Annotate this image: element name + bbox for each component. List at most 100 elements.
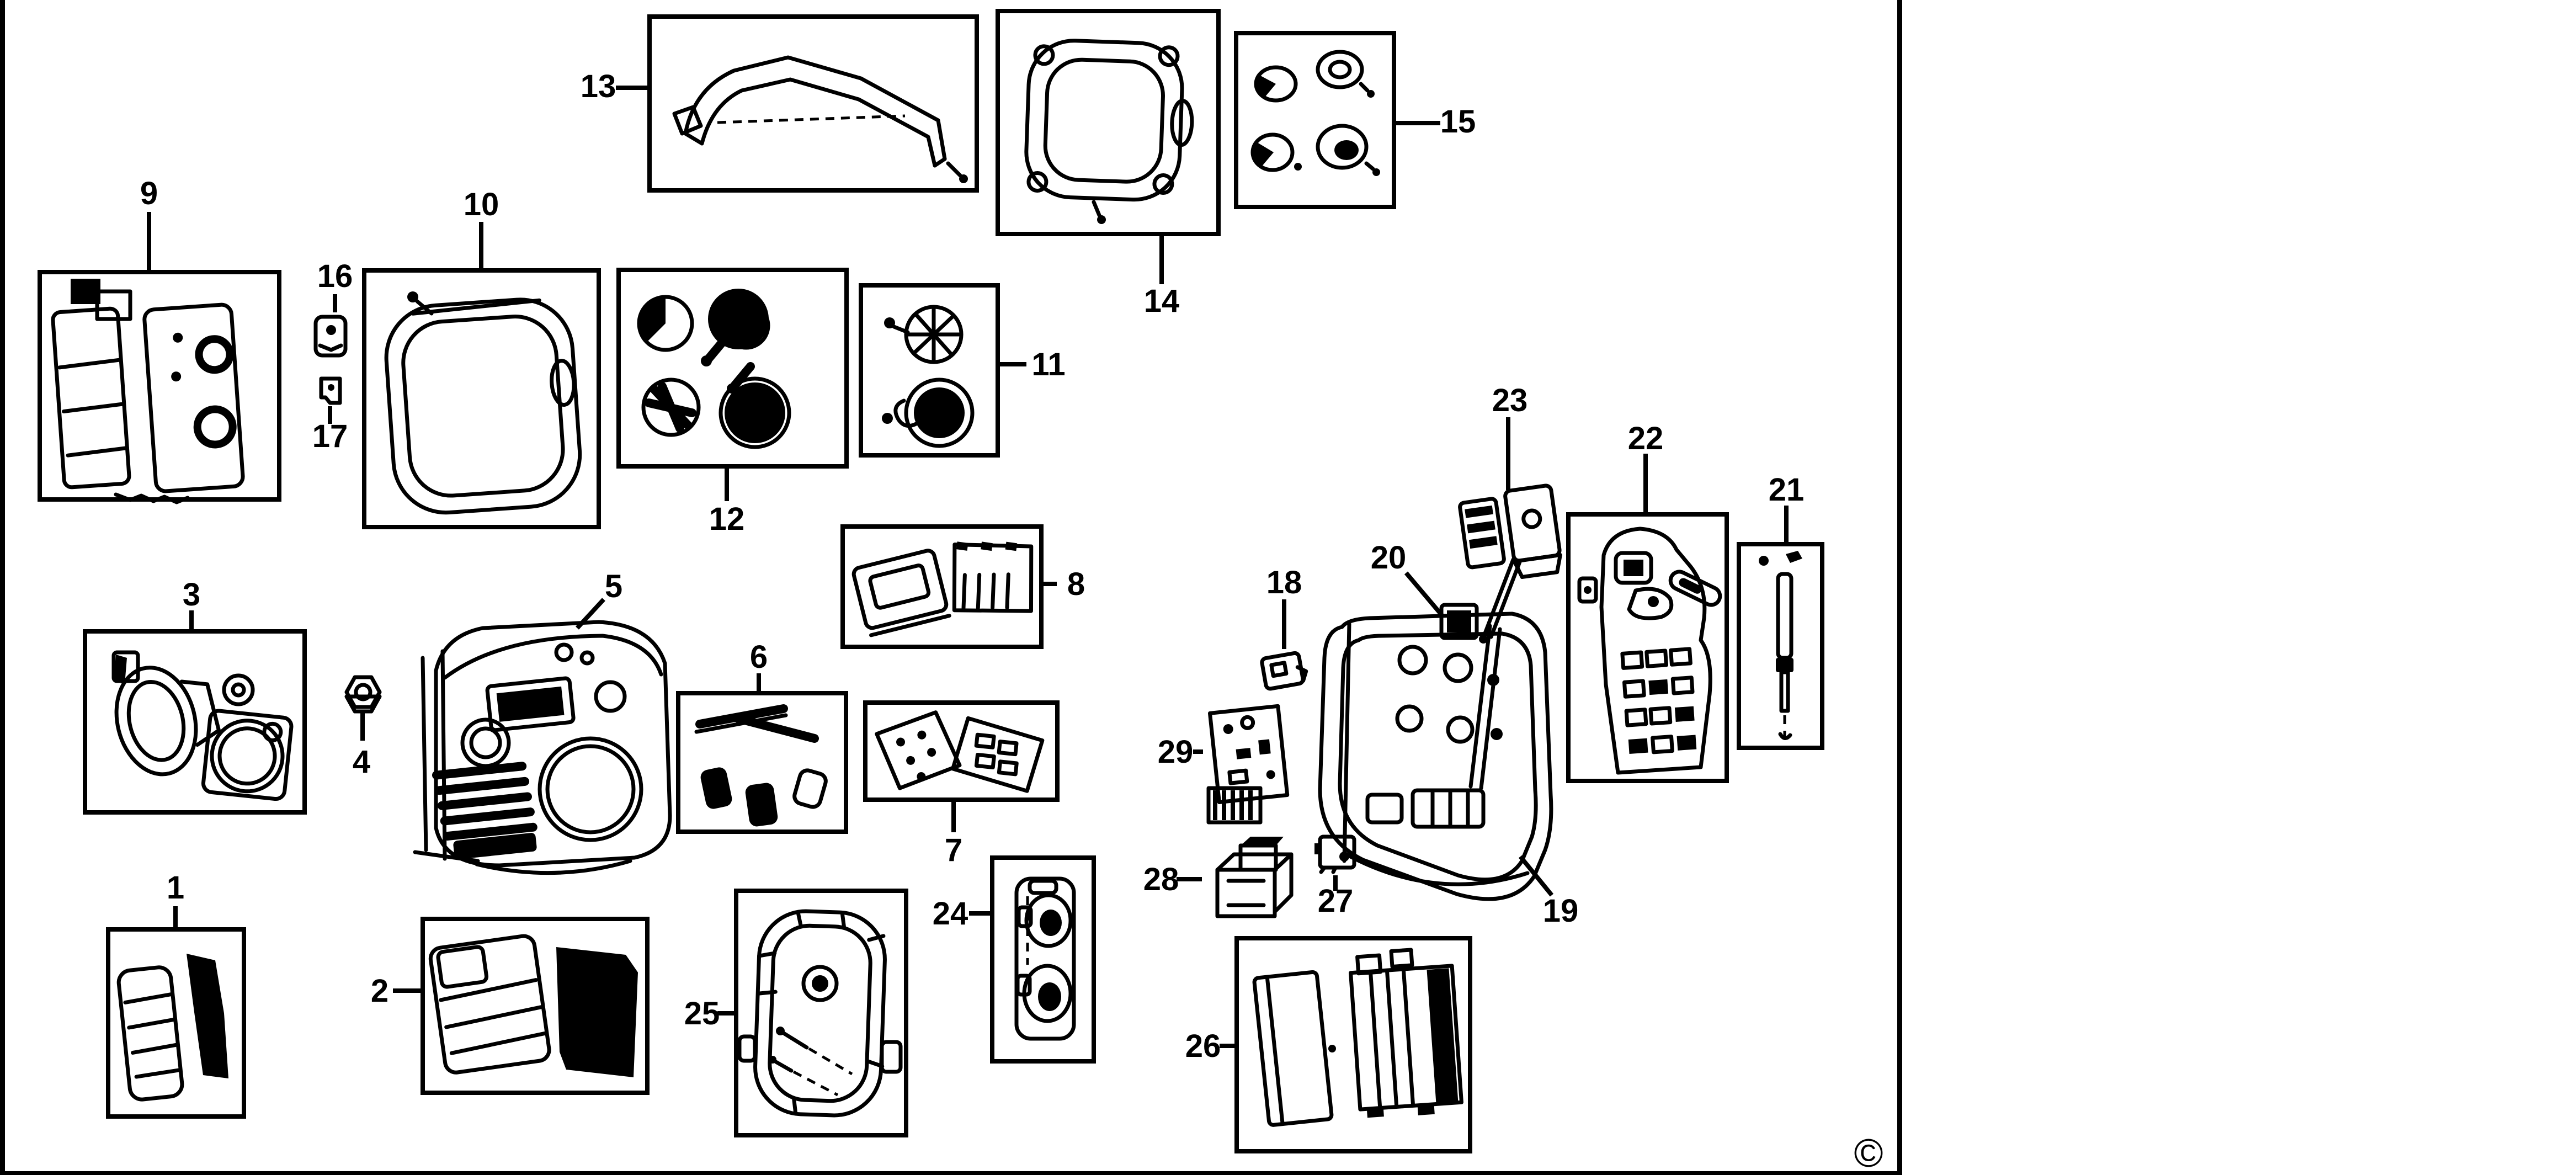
part-13-drawing: [672, 55, 968, 183]
part-17-label: 17: [312, 418, 348, 454]
part-11-label: 11: [1031, 347, 1065, 382]
part-20-drawing: [1439, 603, 1479, 640]
part-16-label: 16: [317, 258, 353, 294]
part-29-label: 29: [1158, 734, 1194, 770]
part-27-label: 27: [1318, 883, 1354, 919]
part-27-drawing: [1314, 834, 1356, 874]
part-5-drawing: [413, 620, 672, 875]
part-12-annotation: 12: [616, 268, 849, 537]
part-24-annotation: 24: [933, 855, 1096, 1064]
part-10-box: [362, 268, 601, 529]
part-4-drawing: [344, 675, 382, 714]
part-20-label: 20: [1371, 540, 1407, 576]
right-border: [1897, 0, 1902, 1175]
part-16-annotation: 16: [317, 258, 353, 312]
part-21-label: 21: [1769, 472, 1805, 508]
part-10-drawing: [384, 291, 582, 515]
part-9-drawing: [51, 279, 245, 504]
part-2-label: 2: [371, 973, 388, 1009]
part-9-annotation: 9: [38, 176, 281, 502]
part-3-drawing: [111, 650, 294, 801]
part-14-drawing: [1024, 39, 1194, 224]
part-7-box: [863, 700, 1060, 802]
part-26-label: 26: [1185, 1028, 1221, 1064]
part-29-drawing: [1206, 704, 1290, 825]
part-8-drawing: [851, 541, 1034, 637]
part-6-drawing: [694, 704, 828, 827]
part-26-annotation: 26: [1185, 936, 1472, 1153]
part-3-label: 3: [183, 577, 200, 613]
part-28-drawing: [1215, 837, 1294, 918]
part-11-annotation: 11: [859, 283, 1066, 458]
part-8-annotation: 8: [840, 524, 1085, 649]
part-22-drawing: [1577, 527, 1722, 775]
part-4-label: 4: [353, 744, 370, 780]
part-24-box: [990, 855, 1096, 1064]
part-7-drawing: [875, 710, 1045, 793]
part-2-annotation: 2: [371, 917, 650, 1095]
part-22-label: 22: [1628, 421, 1664, 456]
part-2-drawing: [428, 934, 638, 1077]
part-15-annotation: 15: [1234, 31, 1476, 209]
part-14-box: [996, 9, 1221, 236]
part-6-annotation: 6: [676, 639, 848, 834]
part-25-label: 25: [684, 996, 720, 1032]
part-5-label: 5: [605, 568, 622, 604]
part-1-annotation: 1: [106, 870, 246, 1119]
part-6-box: [676, 691, 848, 834]
part-8-box: [840, 524, 1044, 649]
part-20-annotation: 20: [1371, 540, 1445, 618]
part-17-annotation: 17: [312, 406, 348, 454]
part-13-box: [647, 14, 979, 193]
part-3-annotation: 3: [83, 577, 307, 815]
part-15-box: [1234, 31, 1396, 209]
part-12-label: 12: [709, 501, 745, 537]
part-5-leader-line: [576, 598, 605, 630]
part-13-annotation: 13: [581, 14, 979, 193]
part-11-drawing: [882, 305, 975, 448]
part-24-label: 24: [933, 896, 968, 932]
left-border: [0, 0, 5, 1175]
part-26-drawing: [1252, 948, 1463, 1127]
part-1-label: 1: [167, 870, 184, 906]
part-19-leader-line: [1518, 855, 1554, 897]
part-22-annotation: 22: [1566, 421, 1729, 783]
part-18-label: 18: [1266, 565, 1302, 600]
part-12-drawing: [637, 289, 791, 449]
part-19-annotation: 19: [1518, 855, 1578, 929]
part-8-label: 8: [1067, 566, 1085, 602]
part-14-annotation: 14: [996, 9, 1221, 319]
bottom-border: [0, 1171, 1902, 1175]
part-19-drawing: [1318, 612, 1553, 901]
part-21-annotation: 21: [1737, 472, 1824, 750]
part-28-annotation: 28: [1143, 862, 1202, 897]
part-20-leader-line: [1404, 571, 1445, 618]
part-21-box: [1737, 542, 1824, 750]
part-4-annotation: 4: [353, 713, 370, 780]
part-6-label: 6: [750, 639, 768, 675]
part-12-box: [616, 268, 849, 469]
part-9-box: [38, 270, 281, 502]
part-18-annotation: 18: [1266, 565, 1302, 649]
part-16-drawing: [313, 315, 348, 358]
part-10-label: 10: [464, 187, 499, 222]
part-23-label: 23: [1492, 382, 1528, 418]
part-18-drawing: [1260, 651, 1308, 691]
part-25-drawing: [737, 909, 903, 1118]
part-27-annotation: 27: [1318, 875, 1354, 919]
part-28-label: 28: [1143, 862, 1179, 897]
part-15-drawing: [1250, 50, 1380, 176]
part-3-box: [83, 629, 307, 815]
part-1-drawing: [116, 954, 228, 1102]
part-10-annotation: 10: [362, 187, 601, 529]
part-13-label: 13: [581, 68, 616, 104]
part-23-drawing: [1458, 483, 1562, 644]
part-15-label: 15: [1440, 104, 1476, 140]
part-25-annotation: 25: [684, 889, 908, 1137]
part-11-box: [859, 283, 1000, 458]
part-7-annotation: 7: [863, 700, 1060, 868]
part-2-box: [421, 917, 650, 1095]
